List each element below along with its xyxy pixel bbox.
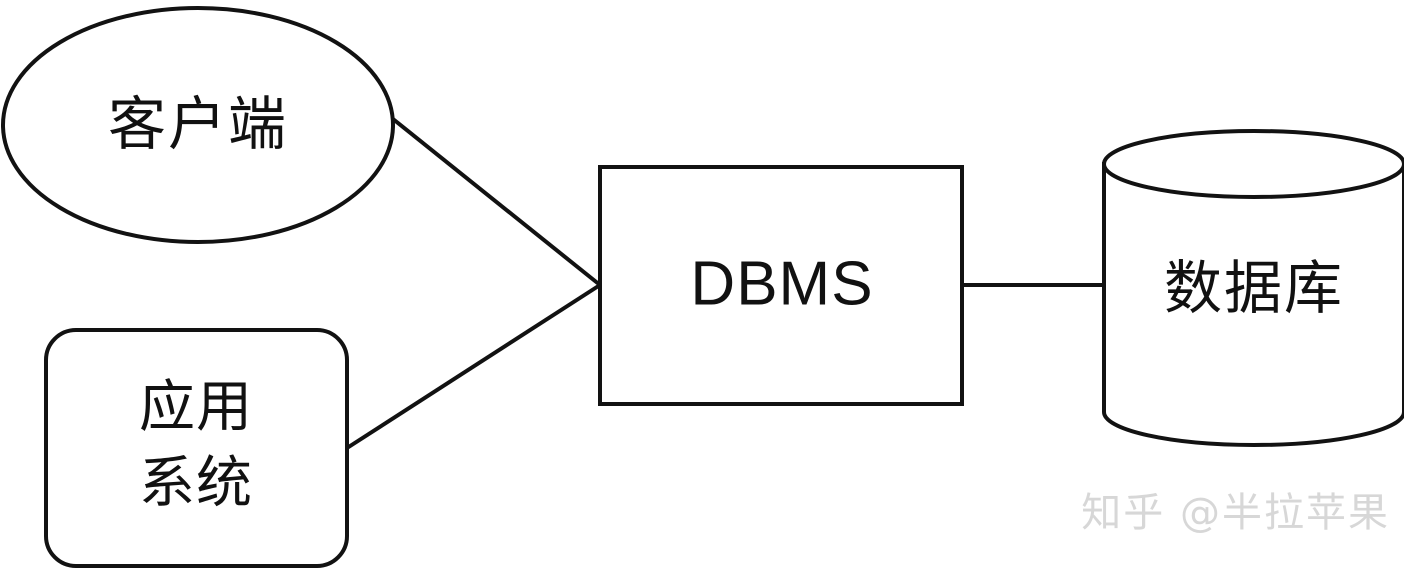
application-system-label-line-1: 应用 xyxy=(139,375,253,440)
edge-client-to-dbms xyxy=(386,113,602,287)
node-database[interactable]: 数据库 xyxy=(1102,129,1404,447)
application-system-label-line-2: 系统 xyxy=(139,451,253,516)
database-cylinder-top xyxy=(1102,129,1404,199)
client-label: 客户端 xyxy=(108,90,288,158)
client-ellipse-shape xyxy=(1,6,395,244)
zhihu-watermark: 知乎 @半拉苹果 xyxy=(1081,490,1390,536)
node-application-system[interactable]: 应用 系统 xyxy=(44,328,349,568)
node-client[interactable]: 客户端 xyxy=(1,6,395,244)
database-label: 数据库 xyxy=(1164,254,1344,322)
node-dbms[interactable]: DBMS xyxy=(598,165,964,406)
dbms-label: DBMS xyxy=(690,249,873,318)
database-cylinder-body xyxy=(1102,162,1404,447)
application-system-rect-shape xyxy=(44,328,349,568)
edge-application-to-dbms xyxy=(345,283,602,450)
dbms-rect-shape xyxy=(598,165,964,406)
